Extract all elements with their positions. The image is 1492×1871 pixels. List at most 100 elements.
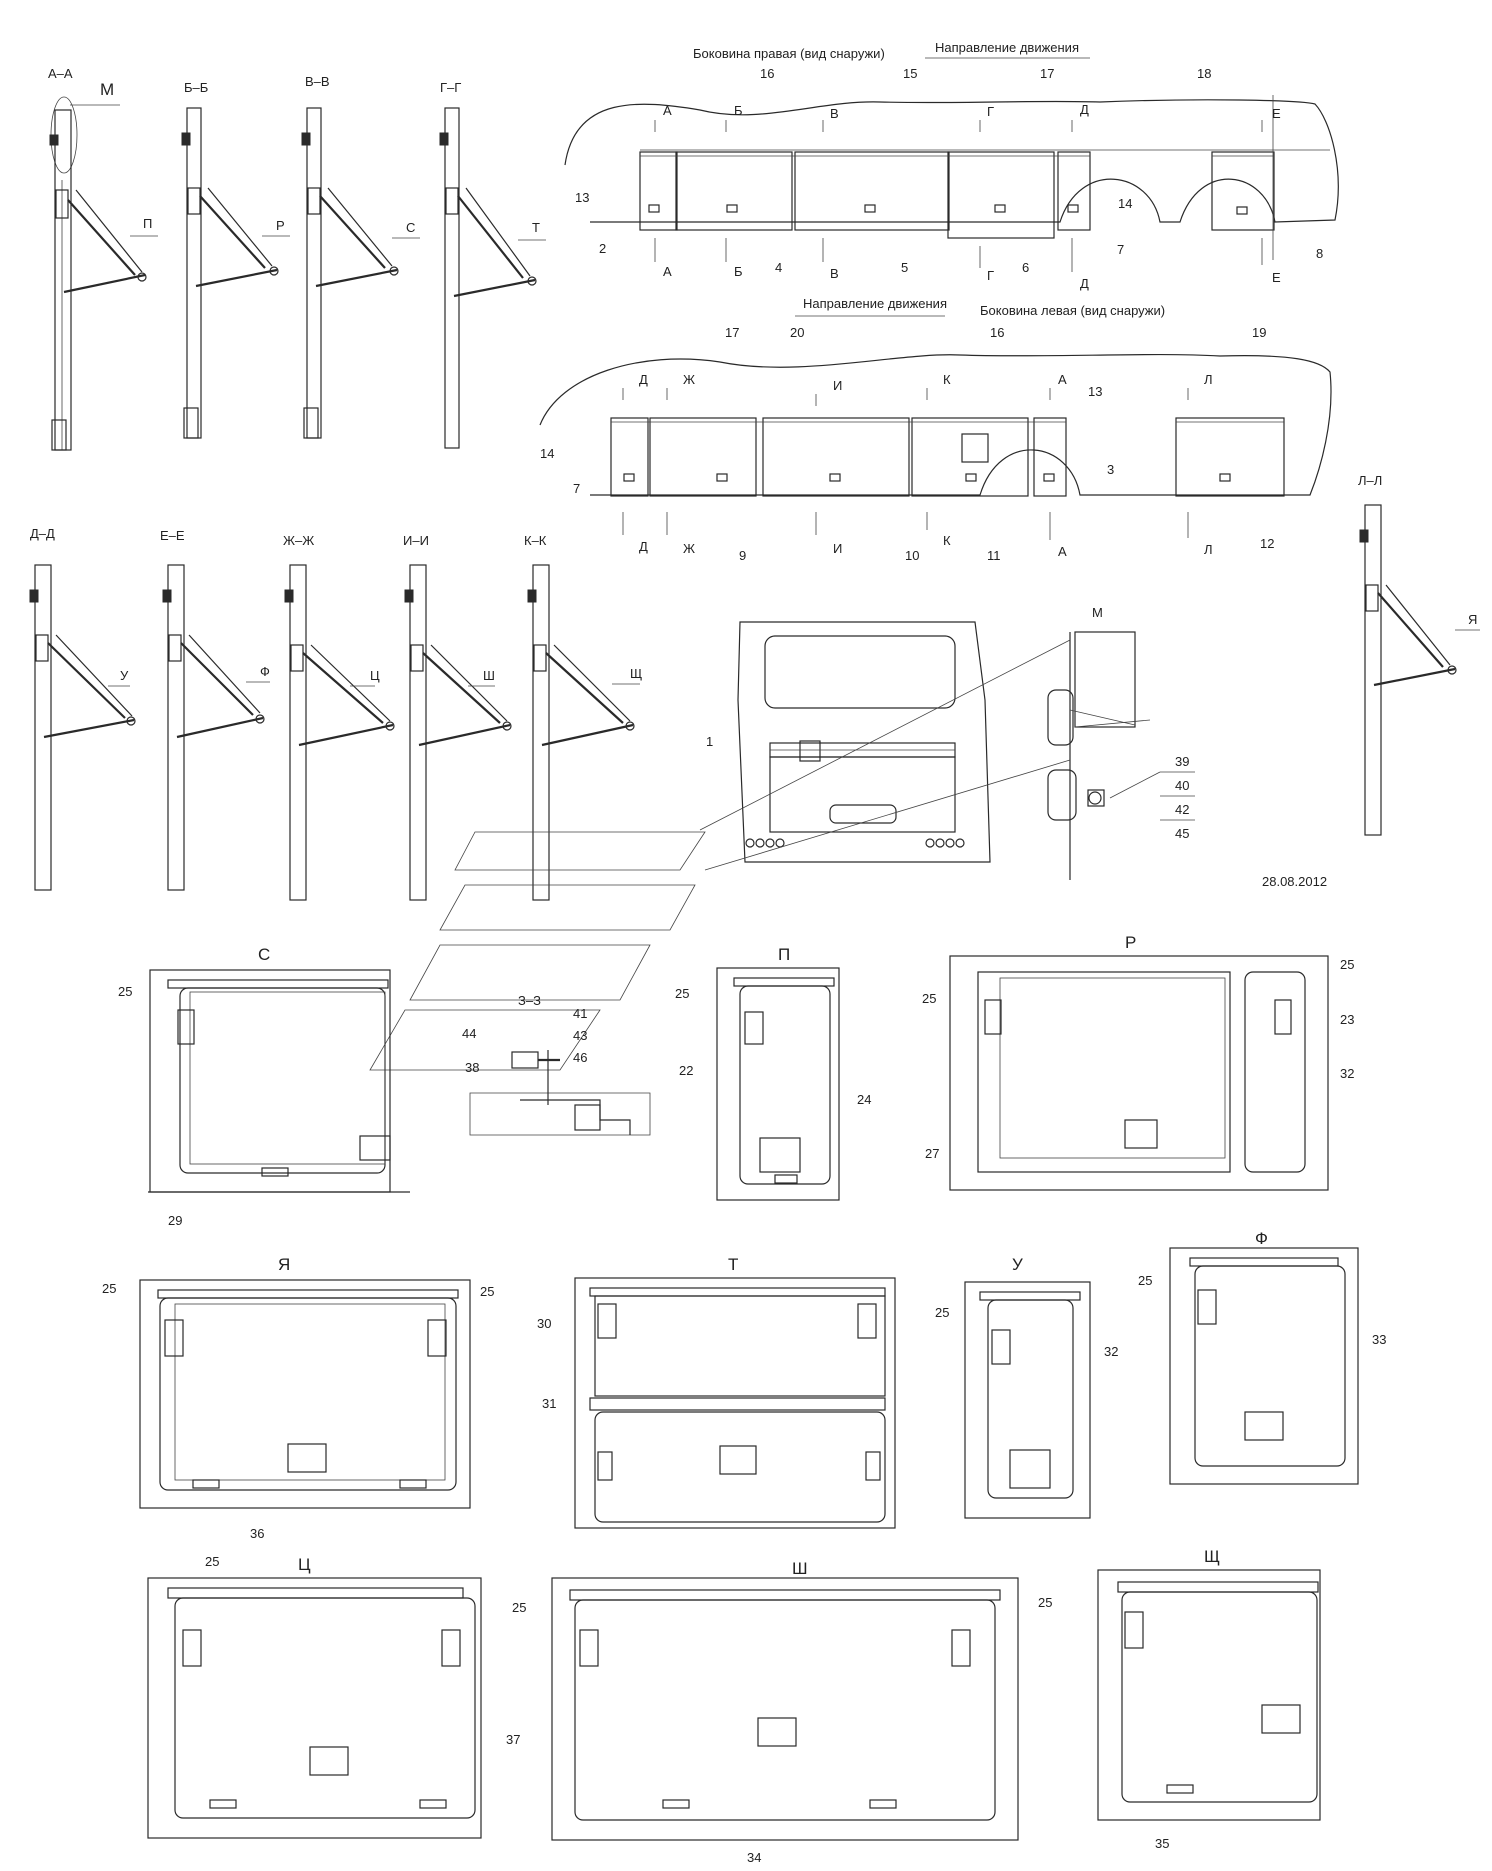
view-label-sh: Ш xyxy=(792,1559,808,1578)
callout-11: 11 xyxy=(987,548,1001,563)
cut-v-top: В xyxy=(830,106,839,121)
callout-39: 39 xyxy=(1175,754,1189,769)
view-u xyxy=(964,1281,1091,1519)
callout-25-ya-right: 25 xyxy=(480,1284,494,1299)
callout-9: 9 xyxy=(739,548,746,563)
callout-25-s: 25 xyxy=(118,984,132,999)
callout-16-top: 16 xyxy=(760,66,774,81)
view-label-s: С xyxy=(258,945,270,964)
view-t xyxy=(574,1277,896,1529)
side-left-title: Боковина левая (вид снаружи) xyxy=(980,303,1165,318)
cut-g-bottom: Г xyxy=(987,268,994,283)
view-sh xyxy=(551,1577,1019,1841)
callout-7-top: 7 xyxy=(1117,242,1124,257)
callout-31: 31 xyxy=(542,1396,556,1411)
callout-25-sh: 25 xyxy=(1038,1595,1052,1610)
callout-40: 40 xyxy=(1175,778,1189,793)
callout-7-mid: 7 xyxy=(573,481,580,496)
callout-20: 20 xyxy=(790,325,804,340)
cut-a-bottom: А xyxy=(663,264,672,279)
cut-a-top: А xyxy=(663,103,672,118)
cut-i-left-top: И xyxy=(833,378,842,393)
section-a-a xyxy=(49,96,147,451)
view-label-f: Ф xyxy=(1255,1229,1268,1248)
callout-14-top: 14 xyxy=(1118,196,1132,211)
section-i-i xyxy=(404,564,512,901)
view-label-p: П xyxy=(778,945,790,964)
callout-34: 34 xyxy=(747,1850,761,1865)
view-ya xyxy=(139,1279,471,1509)
arrow-label-p: П xyxy=(143,216,152,231)
section-label-e-e: Е–Е xyxy=(160,528,185,543)
callout-12: 12 xyxy=(1260,536,1274,551)
view-ts xyxy=(147,1577,482,1839)
callout-30: 30 xyxy=(537,1316,551,1331)
callout-18: 18 xyxy=(1197,66,1211,81)
callout-45: 45 xyxy=(1175,826,1189,841)
section-label-a-a: А–А xyxy=(48,66,73,81)
section-label-zh-zh: Ж–Ж xyxy=(283,533,314,548)
section-label-i-i: И–И xyxy=(403,533,429,548)
callout-19: 19 xyxy=(1252,325,1266,340)
view-label-t: Т xyxy=(728,1255,738,1274)
section-k-k xyxy=(527,564,635,901)
section-label-g-g: Г–Г xyxy=(440,80,461,95)
callout-3: 3 xyxy=(1107,462,1114,477)
cut-l-left-bottom: Л xyxy=(1204,542,1213,557)
callout-22: 22 xyxy=(679,1063,693,1078)
cut-d-top: Д xyxy=(1080,102,1089,117)
detail-m xyxy=(1047,631,1151,880)
arrow-label-ts: Ц xyxy=(370,668,380,683)
section-label-l-l: Л–Л xyxy=(1358,473,1382,488)
side-wall-left xyxy=(539,353,1332,497)
cut-i-left-bottom: И xyxy=(833,541,842,556)
cut-a-left-bottom: А xyxy=(1058,544,1067,559)
callout-43: 43 xyxy=(573,1028,587,1043)
arrow-label-ya: Я xyxy=(1468,612,1477,627)
cut-d-bottom: Д xyxy=(1080,276,1089,291)
view-p xyxy=(716,967,840,1201)
section-z-z xyxy=(469,1050,651,1136)
cut-g-top: Г xyxy=(987,104,994,119)
callout-8: 8 xyxy=(1316,246,1323,261)
cut-k-left-top: К xyxy=(943,372,951,387)
cut-l-left-top: Л xyxy=(1204,372,1213,387)
callout-13-top: 13 xyxy=(575,190,589,205)
callout-17-top: 17 xyxy=(1040,66,1054,81)
callout-29: 29 xyxy=(168,1213,182,1228)
view-r xyxy=(949,955,1329,1191)
callout-42: 42 xyxy=(1175,802,1189,817)
section-zh-zh xyxy=(284,564,395,901)
cut-a-left-top: А xyxy=(1058,372,1067,387)
cut-e-bottom: Е xyxy=(1272,270,1281,285)
section-label-z-z: З–З xyxy=(518,993,541,1008)
callout-25-ya-left: 25 xyxy=(102,1281,116,1296)
callout-27: 27 xyxy=(925,1146,939,1161)
callout-14-mid: 14 xyxy=(540,446,554,461)
callout-25-u: 25 xyxy=(935,1305,949,1320)
callout-2: 2 xyxy=(599,241,606,256)
cut-b-top: Б xyxy=(734,103,743,118)
callout-41: 41 xyxy=(573,1006,587,1021)
view-shch xyxy=(1097,1569,1321,1821)
callout-25-ts-right: 25 xyxy=(512,1600,526,1615)
cut-zh-left-bottom: Ж xyxy=(683,541,695,556)
cut-d-left-top: Д xyxy=(639,372,648,387)
callout-25-r-right: 25 xyxy=(1340,957,1354,972)
cut-v-bottom: В xyxy=(830,266,839,281)
callout-16-mid: 16 xyxy=(990,325,1004,340)
section-label-d-d: Д–Д xyxy=(30,526,55,541)
view-s xyxy=(148,969,410,1193)
section-v-v xyxy=(301,107,399,439)
section-d-d xyxy=(29,564,136,891)
callout-24: 24 xyxy=(857,1092,871,1107)
section-l-l xyxy=(1359,504,1457,836)
section-g-g xyxy=(439,107,537,449)
cut-k-left-bottom: К xyxy=(943,533,951,548)
section-e-e xyxy=(162,564,265,891)
callout-38: 38 xyxy=(465,1060,479,1075)
cut-e-top: Е xyxy=(1272,106,1281,121)
callout-1: 1 xyxy=(706,734,713,749)
callout-17-mid: 17 xyxy=(725,325,739,340)
callout-25-f: 25 xyxy=(1138,1273,1152,1288)
